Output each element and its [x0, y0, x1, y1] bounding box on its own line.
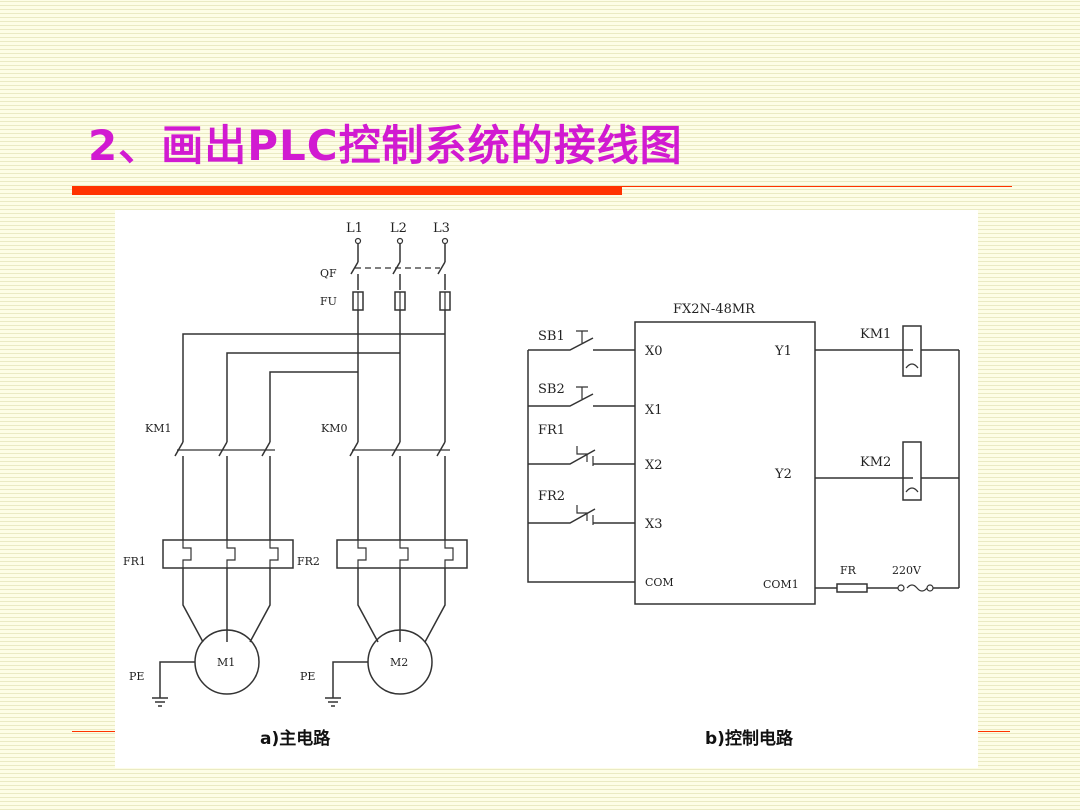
overload-fr1 [162, 539, 294, 569]
contactor-label-km0: KM0 [321, 422, 347, 435]
terminal-l1 [354, 237, 362, 245]
coil-km1 [902, 325, 922, 377]
overload-fr2 [336, 539, 468, 569]
plc-output-com1: COM1 [763, 578, 799, 591]
coil-km2 [902, 441, 922, 501]
fuse-label: FU [320, 295, 337, 308]
fuse-fr [836, 583, 868, 593]
plc-box [634, 321, 816, 605]
title-underline-thin [622, 186, 1012, 187]
plc-input-x2: X2 [645, 458, 663, 473]
phase-label-l2: L2 [390, 221, 407, 236]
motor-label-m1: M1 [217, 656, 235, 669]
plc-input-com: COM [645, 576, 674, 589]
main-circuit: L1 L2 L3 QF FU KM1 KM0 [123, 221, 468, 749]
footer-rule-left [72, 731, 117, 732]
plc-input-x1: X1 [645, 403, 663, 418]
plc-model-label: FX2N-48MR [673, 302, 756, 317]
supply-terminal-left [897, 584, 905, 592]
fuse-label-fr: FR [840, 564, 857, 577]
footer-rule-right [978, 731, 1010, 732]
overload-label-fr2: FR2 [297, 555, 320, 568]
coil-label-km2: KM2 [860, 455, 891, 470]
ac-supply-icon [906, 584, 928, 592]
breaker-label: QF [320, 267, 337, 280]
wiring-diagram: L1 L2 L3 QF FU KM1 KM0 [115, 210, 978, 768]
phase-label-l3: L3 [433, 221, 450, 236]
caption-control-circuit: b)控制电路 [705, 728, 794, 749]
contactor-km1-contacts [174, 441, 275, 540]
ground-label-m2: PE [300, 670, 315, 683]
overload-label-fr1: FR1 [123, 555, 146, 568]
slide-title: 2、画出PLC控制系统的接线图 [88, 121, 683, 170]
phase-label-l1: L1 [346, 221, 363, 236]
switch-label-fr2: FR2 [538, 489, 565, 504]
plc-output-y1: Y1 [774, 344, 792, 359]
terminal-l3 [441, 237, 449, 245]
switch-label-sb2: SB2 [538, 382, 565, 397]
control-circuit: FX2N-48MR X0 X1 X2 X3 COM Y1 Y2 COM1 SB1… [527, 302, 960, 749]
coil-label-km1: KM1 [860, 327, 891, 342]
motor-label-m2: M2 [390, 656, 408, 669]
ground-label-m1: PE [129, 670, 144, 683]
ground-m2 [325, 661, 368, 707]
switch-label-sb1: SB1 [538, 329, 565, 344]
contactor-label-km1: KM1 [145, 422, 171, 435]
wiring-diagram-svg: L1 L2 L3 QF FU KM1 KM0 [123, 221, 960, 749]
plc-input-x0: X0 [645, 344, 663, 359]
contactor-km0-contacts [349, 441, 450, 540]
ground-m1 [152, 661, 195, 707]
caption-main-circuit: a)主电路 [260, 728, 331, 749]
switch-label-fr1: FR1 [538, 423, 565, 438]
plc-output-y2: Y2 [774, 467, 792, 482]
terminal-l2 [396, 237, 404, 245]
plc-input-x3: X3 [645, 517, 663, 532]
title-underline-thick [72, 186, 622, 195]
supply-terminal-right [926, 584, 934, 592]
supply-label: 220V [892, 564, 922, 577]
